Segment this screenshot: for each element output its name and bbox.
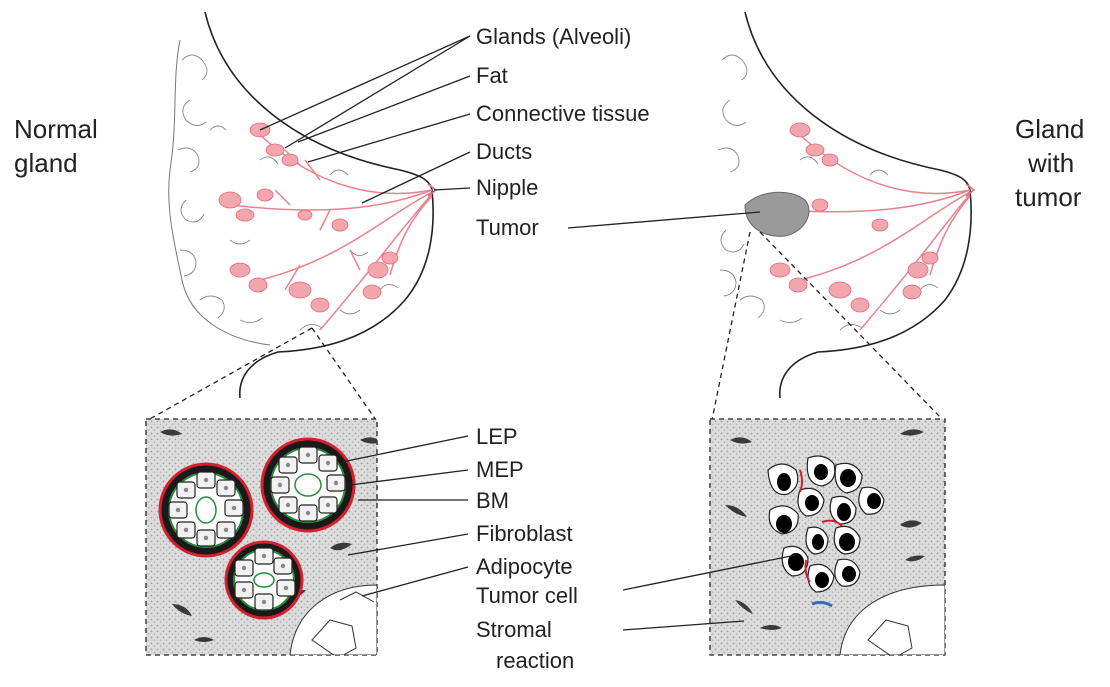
label-connective-tissue: Connective tissue [476, 101, 650, 126]
duct-section-1 [160, 464, 252, 556]
tumor-tissue-inset [710, 419, 945, 658]
ducts-right [780, 135, 970, 330]
label-mep: MEP [476, 457, 524, 482]
zoom-lines [148, 232, 943, 420]
label-adipocyte: Adipocyte [476, 554, 573, 579]
label-nipple: Nipple [476, 175, 538, 200]
label-fat: Fat [476, 63, 508, 88]
label-lep: LEP [476, 424, 518, 449]
breast-outline-left [205, 12, 433, 398]
title-normal-line1: Normal [14, 114, 98, 144]
title-tumor-line1: Gland [1015, 114, 1084, 144]
ducts-left [230, 135, 432, 330]
tumor-breast [718, 12, 974, 398]
label-tumor: Tumor [476, 215, 539, 240]
title-gland-with-tumor: Gland with tumor [1015, 114, 1084, 212]
breast-inner-contour-left [169, 40, 270, 345]
title-normal-line2: gland [14, 148, 78, 178]
duct-section-2 [262, 439, 354, 531]
title-tumor-line2: with [1027, 148, 1074, 178]
normal-tissue-inset [146, 419, 382, 658]
label-glands: Glands (Alveoli) [476, 24, 631, 49]
alveoli-left [219, 123, 398, 312]
label-ducts: Ducts [476, 139, 532, 164]
label-reaction: reaction [496, 648, 574, 673]
label-bm: BM [476, 488, 509, 513]
cell-labels: LEP MEP BM Fibroblast Adipocyte Tumor ce… [476, 424, 578, 673]
label-tumor-cell: Tumor cell [476, 583, 578, 608]
label-stromal: Stromal [476, 617, 552, 642]
label-fibroblast: Fibroblast [476, 521, 573, 546]
duct-section-3 [226, 542, 302, 618]
normal-breast [169, 12, 436, 398]
anatomy-labels: Glands (Alveoli) Fat Connective tissue D… [476, 24, 650, 240]
title-tumor-line3: tumor [1015, 182, 1082, 212]
tumor-mass [745, 192, 809, 236]
title-normal-gland: Normal gland [14, 114, 98, 178]
